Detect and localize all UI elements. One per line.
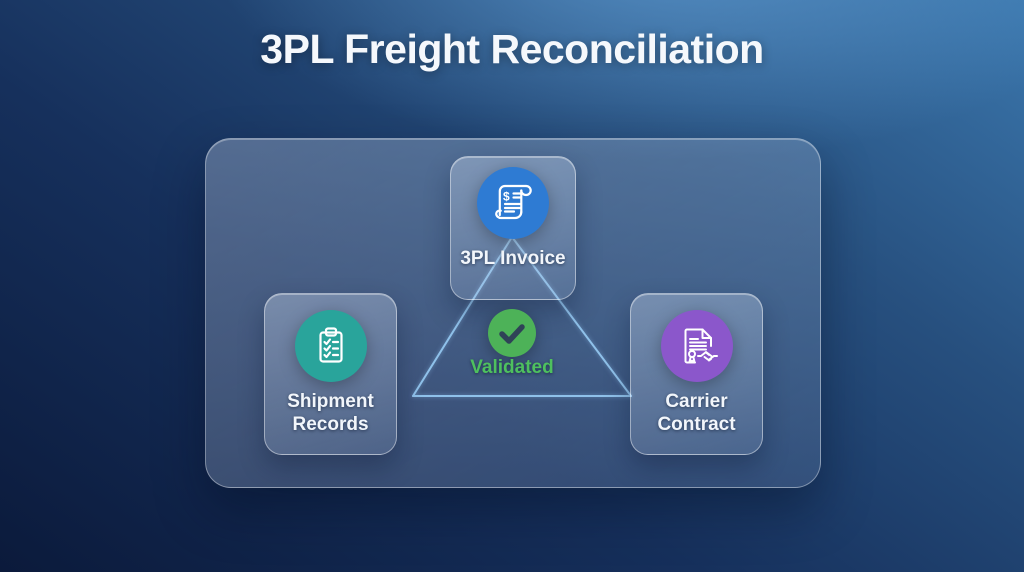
contract-handshake-icon (660, 310, 733, 382)
clipboard-checklist-icon (294, 310, 367, 382)
node-label-shipment-records: Shipment Records (287, 391, 374, 436)
node-card-shipment-records: Shipment Records (264, 293, 397, 455)
node-card-carrier-contract: Carrier Contract (630, 293, 763, 455)
node-card-3pl-invoice: $ 3PL Invoice (450, 156, 576, 300)
validated-check-icon (488, 309, 536, 357)
node-label-carrier-contract: Carrier Contract (657, 391, 736, 436)
svg-text:$: $ (503, 190, 510, 204)
validated-label: Validated (470, 357, 554, 378)
node-label-3pl-invoice: 3PL Invoice (460, 248, 566, 269)
invoice-scroll-icon: $ (477, 167, 549, 239)
page-title: 3PL Freight Reconciliation (260, 26, 764, 72)
